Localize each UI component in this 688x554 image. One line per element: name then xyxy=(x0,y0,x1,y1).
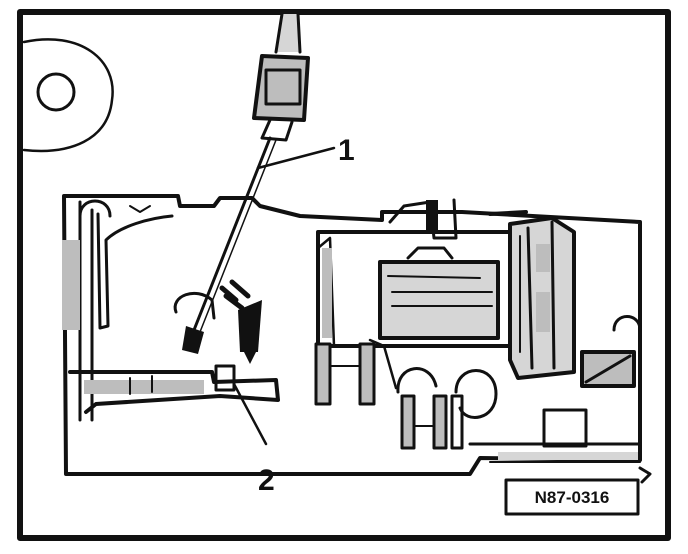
reference-code: N87-0316 xyxy=(535,488,610,507)
side-connector xyxy=(508,216,576,380)
callout-leader-2 xyxy=(232,382,268,446)
slide-latch xyxy=(68,364,280,414)
housing-hole xyxy=(173,291,216,320)
callout-label-2: 2 xyxy=(258,464,275,497)
direction-arrow xyxy=(219,279,262,364)
arch-hole xyxy=(612,315,642,332)
module-housing xyxy=(62,194,652,484)
reference-code-box: N87-0316 xyxy=(504,478,640,516)
relay-block xyxy=(316,230,520,348)
grommet-circle xyxy=(22,38,114,153)
callout-leader-1 xyxy=(256,146,336,170)
mounting-pins xyxy=(314,338,498,450)
top-clip xyxy=(388,198,528,240)
terminal-box xyxy=(580,350,636,388)
diagram-frame xyxy=(17,9,671,541)
base-plate xyxy=(468,408,642,463)
callout-label-1: 1 xyxy=(338,134,355,167)
cable-connector xyxy=(252,12,310,142)
